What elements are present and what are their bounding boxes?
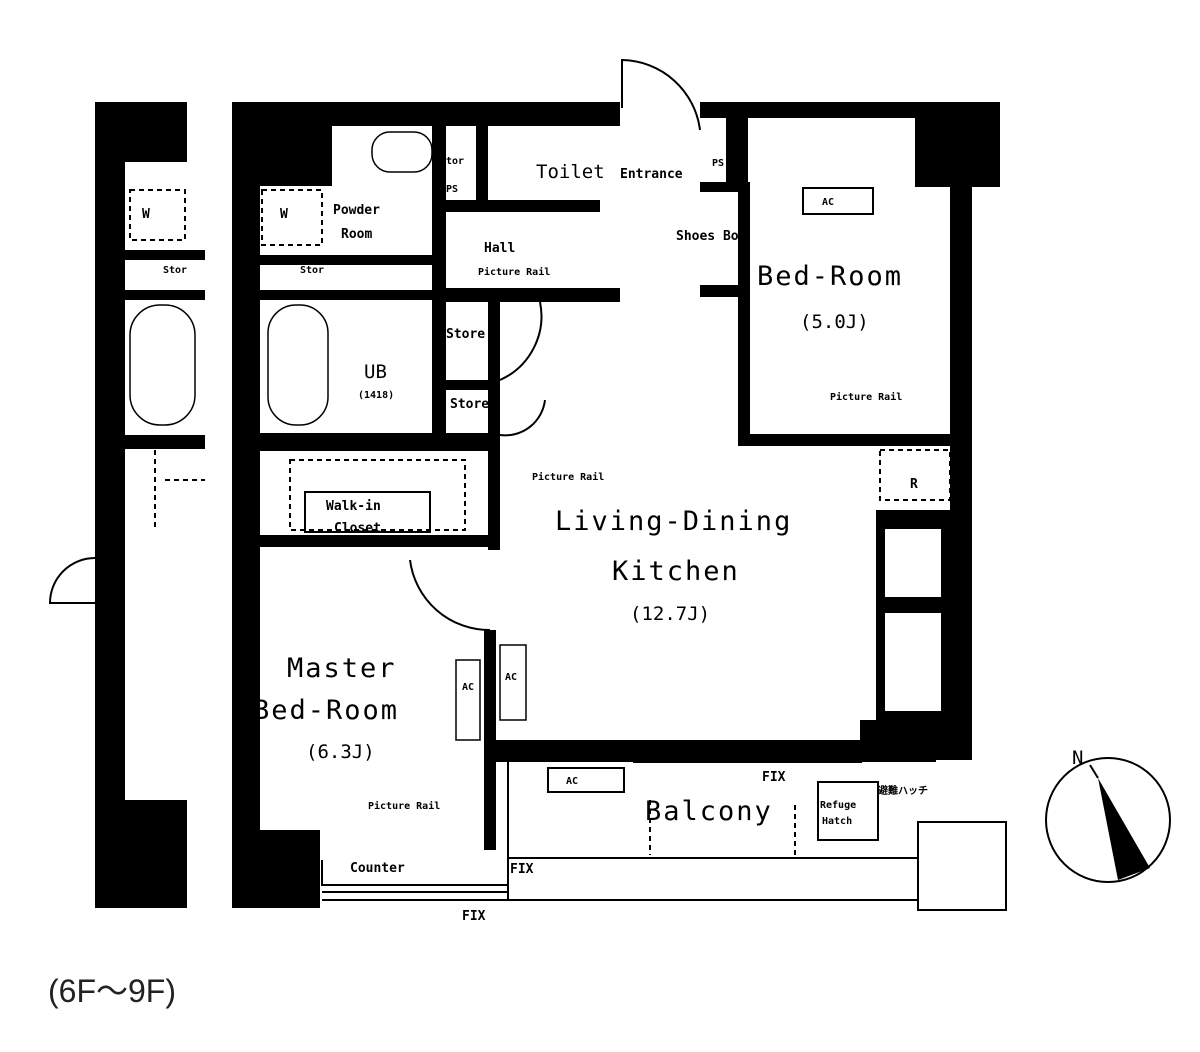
picture-rail-label: Picture Rail	[478, 266, 550, 278]
bedroom-size: (5.0J)	[800, 311, 869, 333]
fix-label: FIX	[762, 770, 786, 785]
master-bedroom-label: Master	[287, 653, 397, 684]
washer-label: W	[142, 207, 150, 222]
ldk-size: (12.7J)	[630, 603, 710, 625]
hall-label: Hall	[484, 241, 515, 256]
fix-label: FIX	[462, 909, 486, 924]
ps-label: PS	[712, 158, 724, 169]
ub-label: UB	[364, 361, 387, 383]
ac-label: AC	[505, 672, 517, 683]
ub-size: (1418)	[358, 390, 394, 401]
shoes-box-label: Shoes Box	[676, 229, 747, 244]
refuge-hatch-label: Hatch	[822, 816, 852, 827]
fixtures	[261, 58, 1171, 911]
refuge-hatch-label: Refuge	[820, 800, 856, 811]
washer-label: W	[280, 207, 288, 222]
ldk-label: Kitchen	[612, 556, 740, 587]
ps-label: PS	[906, 733, 918, 744]
stor-label: Stor	[163, 265, 187, 276]
fridge-label: R	[910, 477, 918, 492]
neighbor-unit	[48, 102, 205, 908]
balcony-label: Balcony	[645, 796, 773, 827]
master-bedroom-size: (6.3J)	[306, 741, 375, 763]
master-bedroom-label: Bed-Room	[253, 695, 399, 726]
stor-label: Stor	[440, 156, 464, 167]
stor-label: Stor	[300, 265, 324, 276]
compass-north-label: N	[1072, 747, 1083, 769]
ps-label: PS	[446, 184, 458, 195]
entrance-label: Entrance	[620, 167, 683, 182]
powder-room-label: Powder	[333, 203, 380, 218]
picture-rail-label: Picture Rail	[532, 471, 604, 483]
powder-room-label: Room	[341, 227, 372, 242]
room-labels: Toilet Entrance PS Stor PS Powder Room H…	[142, 156, 1083, 924]
counter-label: Counter	[350, 861, 405, 876]
ac-label: AC	[566, 776, 578, 787]
toilet-label: Toilet	[536, 161, 605, 183]
bedroom-label: Bed-Room	[757, 261, 903, 292]
floor-range-label: (6F〜9F)	[48, 973, 176, 1009]
fix-label: FIX	[510, 862, 534, 877]
ldk-label: Living-Dining	[555, 506, 792, 537]
store-label: Store	[446, 327, 485, 342]
walk-in-closet-label: Walk-in	[326, 499, 381, 514]
refuge-hatch-jp-label: 避難ハッチ	[877, 784, 928, 797]
picture-rail-label: Picture Rail	[830, 391, 902, 403]
picture-rail-label: Picture Rail	[368, 800, 440, 812]
ac-label: AC	[462, 682, 474, 693]
ac-label: AC	[822, 197, 834, 208]
store-label: Store	[450, 397, 489, 412]
walk-in-closet-label: Closet	[334, 521, 381, 536]
